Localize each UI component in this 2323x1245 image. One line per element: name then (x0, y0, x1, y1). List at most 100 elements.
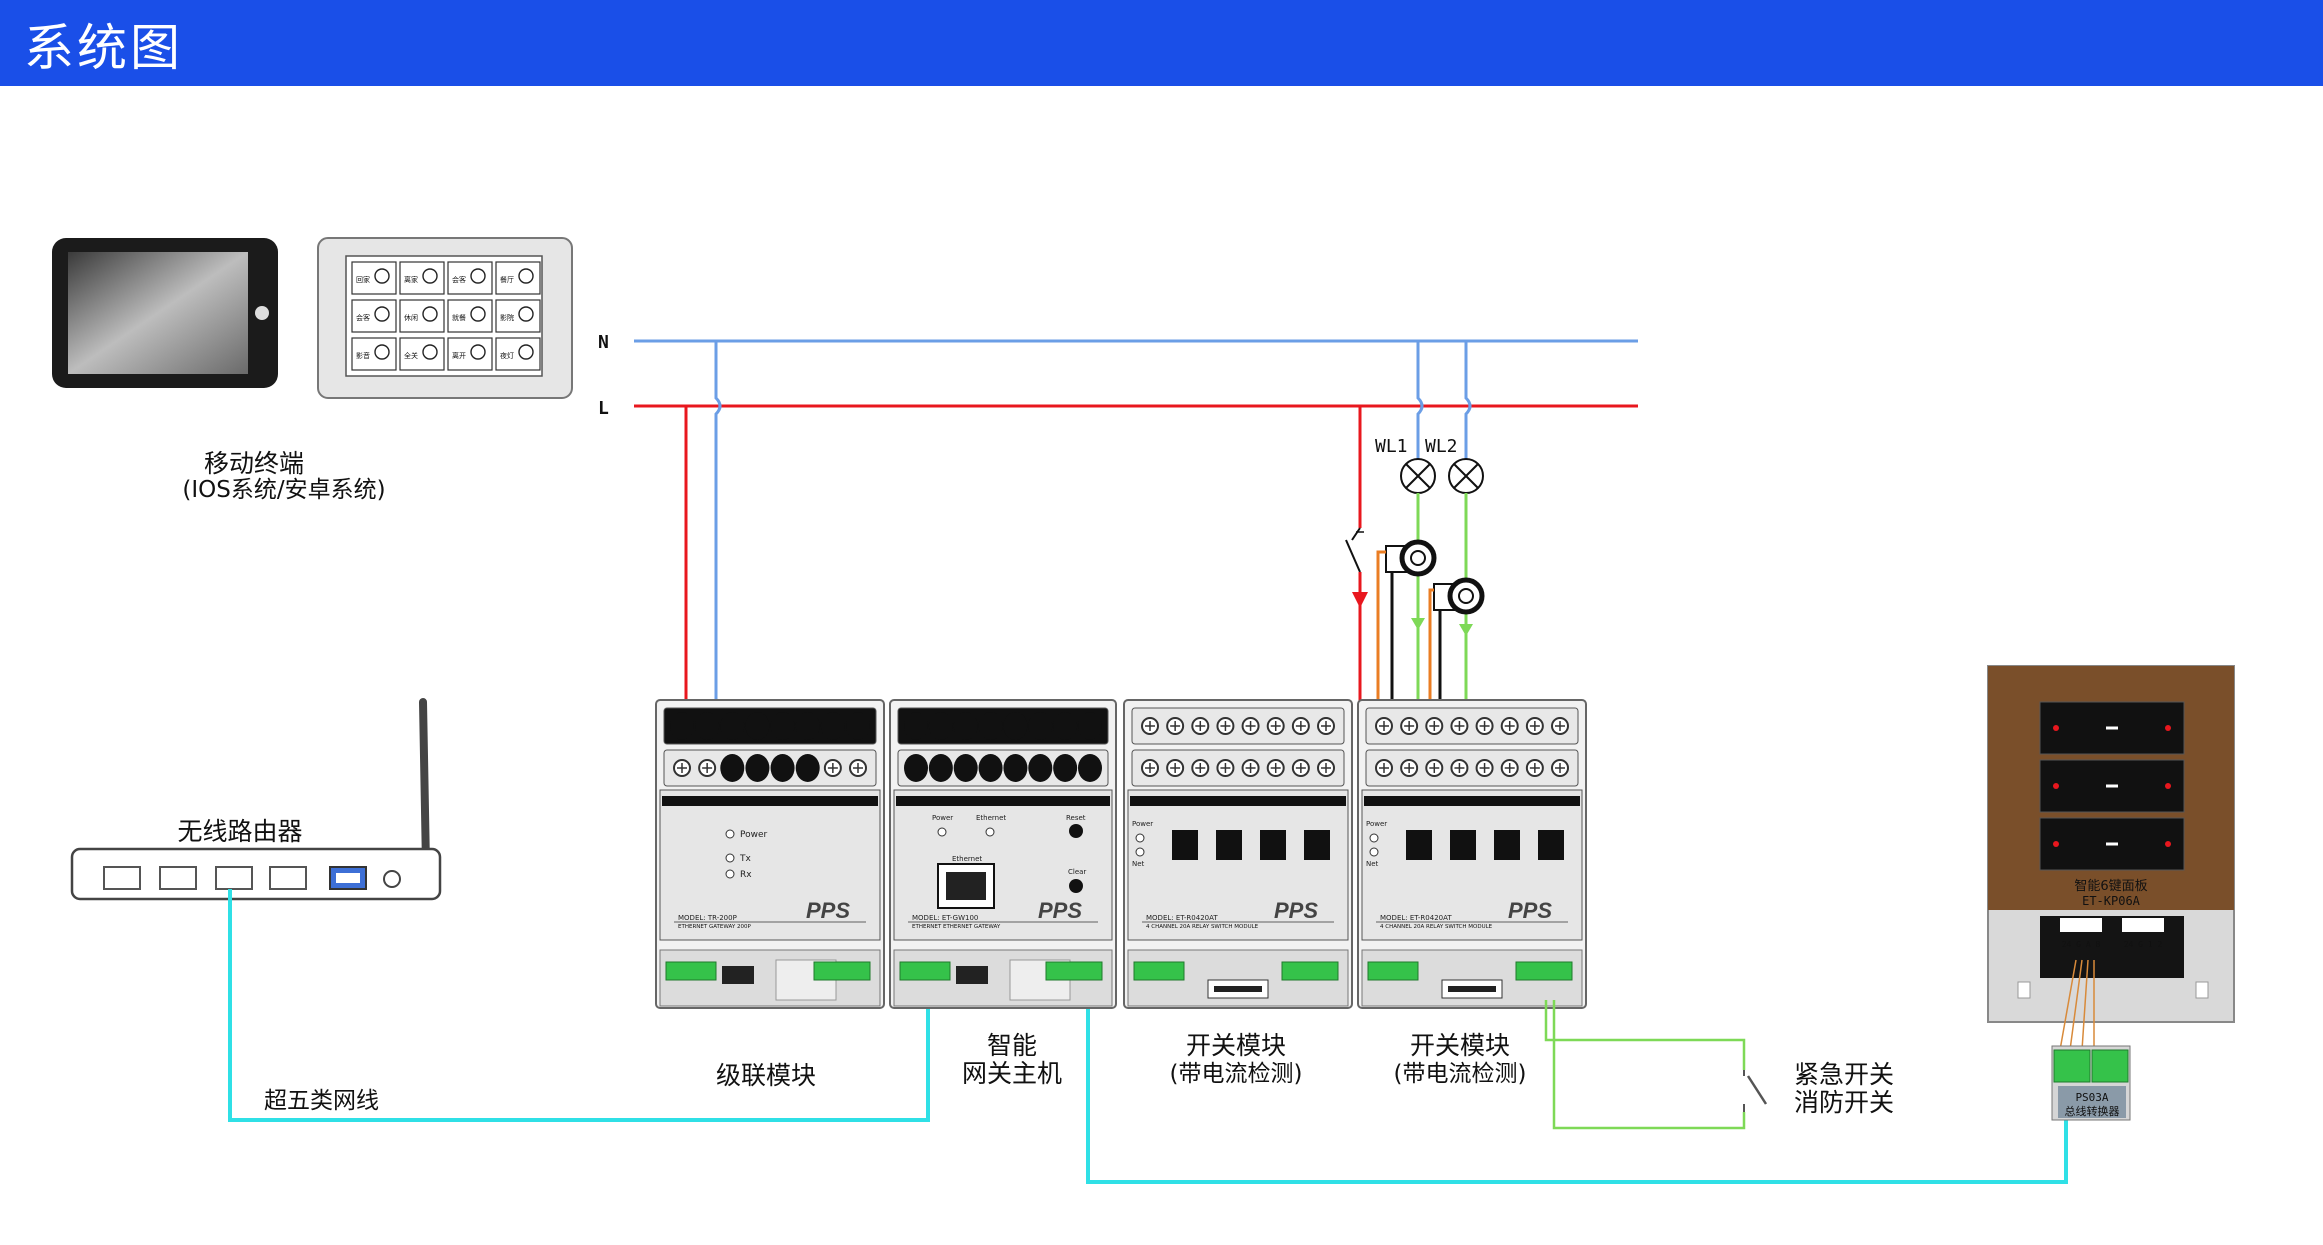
load-label-wl1: WL1 (1375, 436, 1408, 457)
led-label: Net (1132, 860, 1145, 868)
module-model: MODEL: ET-GW100 (912, 914, 978, 922)
keypad-panel (1987, 665, 2235, 1023)
cascade-label: 级联模块 (716, 1061, 816, 1090)
touch-tile: 会客 (447, 261, 493, 295)
keypad-model: ET-KP06A (2082, 894, 2141, 908)
module-switch2: MODEL: ET-R0420AT 4 CHANNEL 20A RELAY SWI… (1357, 699, 1587, 1009)
touch-tile: 全关 (399, 337, 445, 371)
module-model: MODEL: ET-R0420AT (1146, 914, 1218, 922)
bus-terminal (665, 961, 717, 981)
lamp-wl2-icon (1448, 458, 1484, 494)
keypad-name: 智能6键面板 (2074, 879, 2147, 894)
relay-channel-button[interactable] (1216, 830, 1242, 860)
touch-tile-label: 会客 (356, 313, 370, 322)
header-bar: 系统图 (0, 0, 2323, 86)
brand-logo: PPS (1274, 898, 1318, 923)
module-subtitle: ETHERNET GATEWAY 200P (678, 924, 751, 930)
neutral-label: N (598, 332, 609, 353)
neutral-drop-cascade (714, 341, 722, 770)
led-label: Ethernet (976, 814, 1006, 822)
ethernet-port[interactable] (946, 872, 986, 900)
touch-tile-label: 会客 (452, 275, 466, 284)
touch-tile: 影院 (495, 299, 541, 333)
led-label: Power (1366, 820, 1387, 828)
neutral-drop-wl1 (1416, 341, 1424, 460)
module-cascade: MODEL: TR-200P ETHERNET GATEWAY 200P PPS Po… (655, 699, 885, 1009)
led-label: Power (1132, 820, 1153, 828)
ethernet-port-label: Ethernet (952, 855, 982, 863)
led-label: Net (1366, 860, 1379, 868)
module-model: MODEL: TR-200P (678, 914, 737, 922)
touch-tile-label: 就餐 (452, 313, 466, 322)
touch-tile: 就餐 (447, 299, 493, 333)
touch-tile-label: 夜灯 (500, 351, 514, 360)
switch1-label-1: 开关模块 (1186, 1031, 1286, 1060)
relay-channel-button[interactable] (1494, 830, 1520, 860)
relay-channel-button[interactable] (1450, 830, 1476, 860)
reset-label: Reset (1066, 814, 1086, 822)
switch2-label-2: (带电流检测) (1394, 1061, 1527, 1087)
relay-channel-button[interactable] (1538, 830, 1564, 860)
breaker-icon (1345, 539, 1361, 573)
network-cable-router (228, 889, 930, 1122)
neutral-drop-wl2 (1464, 341, 1472, 460)
led-label: Power (740, 830, 768, 840)
brand-logo: PPS (806, 898, 850, 923)
module-subtitle: 4 CHANNEL 20A RELAY SWITCH MODULE (1380, 924, 1493, 930)
switch2-label-1: 开关模块 (1410, 1031, 1510, 1060)
touch-tile: 离家 (399, 261, 445, 295)
clear-label: Clear (1068, 868, 1086, 876)
bus-terminal (1515, 961, 1573, 981)
touch-tile: 休闲 (399, 299, 445, 333)
bus-terminal (1133, 961, 1185, 981)
lamp-wl1-icon (1400, 458, 1436, 494)
network-cable-bus (1086, 985, 2068, 1184)
relay-channel-button[interactable] (1260, 830, 1286, 860)
keypad-terminals-left: 24 G A B (2062, 940, 2101, 949)
bus-terminal (813, 961, 871, 981)
emergency-label-1: 紧急开关 (1794, 1060, 1894, 1089)
led-label: Rx (740, 870, 752, 880)
emergency-label-2: 消防开关 (1794, 1088, 1894, 1117)
tablet-icon (52, 238, 278, 388)
touch-tile-label: 影院 (500, 313, 514, 322)
touch-tile: 餐厅 (495, 261, 541, 295)
touch-tile-label: 离开 (452, 351, 466, 360)
touch-tile: 夜灯 (495, 337, 541, 371)
module-model: MODEL: ET-R0420AT (1380, 914, 1452, 922)
touch-tile: 会客 (351, 299, 397, 333)
keypad-terminals-right: 24 G 1 2 (2124, 940, 2163, 949)
router-label: 无线路由器 (177, 817, 302, 846)
emergency-switch-icon (1746, 1075, 1768, 1105)
mobile-terminal-label: 移动终端 (204, 449, 304, 478)
live-label: L (598, 398, 609, 419)
module-subtitle: 4 CHANNEL 20A RELAY SWITCH MODULE (1146, 924, 1259, 930)
current-sensor-1-icon (1385, 539, 1437, 577)
page-title: 系统图 (24, 19, 183, 77)
bus-terminal (1281, 961, 1339, 981)
converter-name: 总线转换器 (2065, 1104, 2120, 1118)
touch-tile-label: 休闲 (404, 313, 418, 322)
converter-model: PS03A (2075, 1091, 2108, 1104)
mobile-terminal-sublabel: (IOS系统/安卓系统) (182, 477, 385, 503)
touch-panel: 回家离家会客餐厅会客休闲就餐影院影音全关离开夜灯 (317, 237, 573, 399)
touch-tile-label: 回家 (356, 275, 370, 284)
touch-tile-label: 离家 (404, 275, 418, 284)
reset-button[interactable] (1069, 824, 1083, 838)
relay-channel-button[interactable] (1172, 830, 1198, 860)
load-label-wl2: WL2 (1425, 436, 1458, 457)
touch-tile-label: 餐厅 (500, 275, 514, 284)
led-label: Tx (739, 854, 751, 864)
touch-tile: 离开 (447, 337, 493, 371)
led-label: Power (932, 814, 953, 822)
brand-logo: PPS (1038, 898, 1082, 923)
relay-channel-button[interactable] (1304, 830, 1330, 860)
relay-channel-button[interactable] (1406, 830, 1432, 860)
switch1-label-2: (带电流检测) (1170, 1061, 1303, 1087)
module-switch1: MODEL: ET-R0420AT 4 CHANNEL 20A RELAY SWI… (1123, 699, 1353, 1009)
bus-terminal (899, 961, 951, 981)
clear-button[interactable] (1069, 879, 1083, 893)
bus-terminal (1367, 961, 1419, 981)
module-subtitle: ETHERNET ETHERNET GATEWAY (912, 924, 1001, 930)
